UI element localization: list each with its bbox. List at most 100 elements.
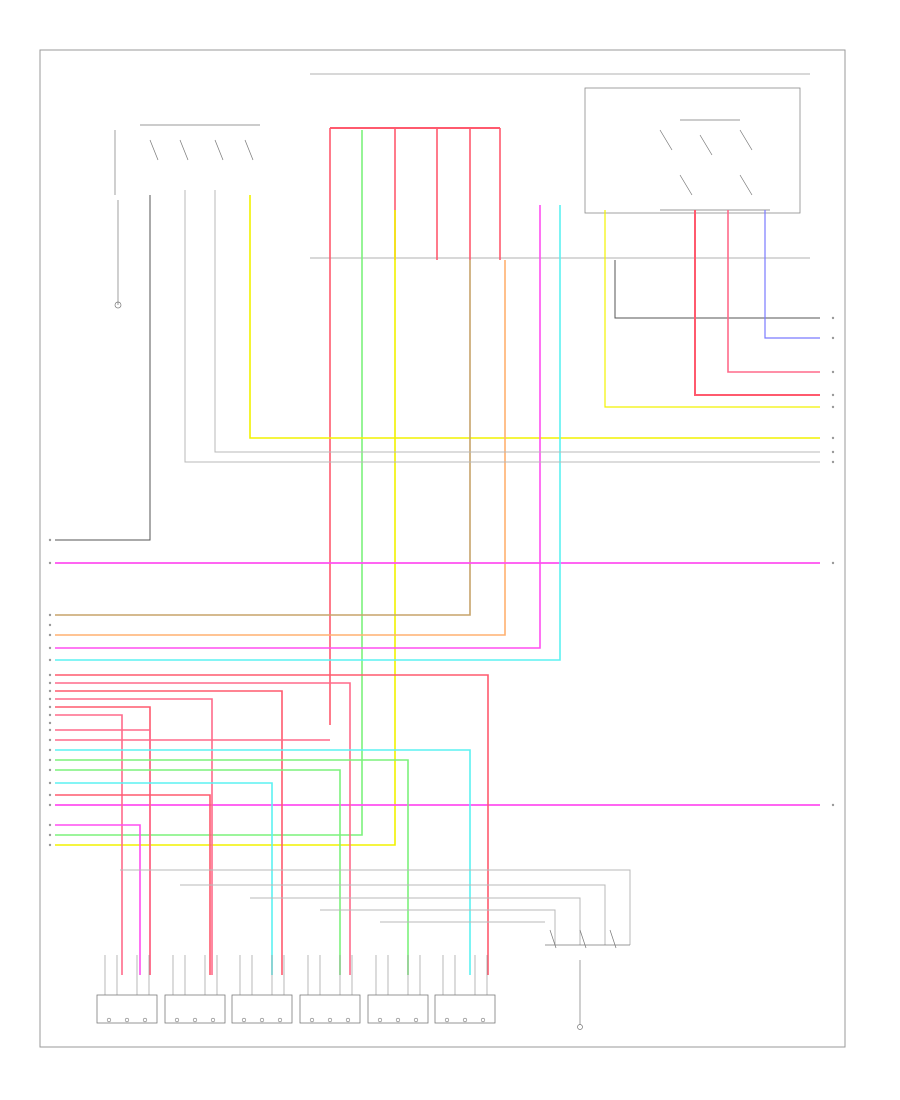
ignition-switch: [114, 124, 260, 195]
ecm-left-pin: [48, 689, 52, 693]
ecm-right-pin: [831, 316, 835, 320]
wire-injector-feed-2: [55, 682, 351, 975]
wire-gray-harness-2: [180, 884, 606, 945]
ecm-right-pin: [831, 405, 835, 409]
ecm-right-pin: [831, 436, 835, 440]
injector-body: [367, 994, 429, 1024]
ecm-left-pin: [48, 658, 52, 662]
wire-green-inj: [55, 759, 409, 975]
wire-injector-feed-4: [55, 698, 213, 975]
injector-pin: [259, 1017, 265, 1023]
ecm-left-pin: [48, 758, 52, 762]
ecm-left-pin: [48, 623, 52, 627]
ecm-left-pin: [48, 705, 52, 709]
injector-pin: [241, 1017, 247, 1023]
wire-green-inj-2: [55, 769, 341, 975]
ecm-left-pin: [48, 748, 52, 752]
wire-black-ign: [55, 195, 151, 541]
injector-pin: [192, 1017, 198, 1023]
injector-6: [434, 955, 496, 1024]
wire-magenta-up: [55, 205, 541, 649]
injector-body: [299, 994, 361, 1024]
injector-pin: [106, 1017, 112, 1023]
injector-pin: [345, 1017, 351, 1023]
ecm-right-pin: [831, 370, 835, 374]
wire-gray-long-1: [184, 190, 820, 463]
injector-pin: [277, 1017, 283, 1023]
wire-layer: [55, 127, 820, 975]
ecm-left-pin: [48, 833, 52, 837]
injector-body: [231, 994, 293, 1024]
injector-4: [299, 955, 361, 1024]
ecm-right-pin: [831, 561, 835, 565]
wire-black-right: [614, 260, 820, 319]
injector-pin: [327, 1017, 333, 1023]
injector-body: [164, 994, 226, 1024]
injector-1: [96, 955, 158, 1024]
wire-tan-a: [55, 260, 471, 616]
wire-cyan-inj-2: [55, 782, 273, 975]
relay-symbol: [659, 119, 770, 211]
wire-yellow-long: [249, 195, 820, 439]
ecm-right-pin: [831, 460, 835, 464]
wire-gray-harness-3: [250, 897, 581, 945]
injector-pin: [142, 1017, 148, 1023]
ecm-right-pin: [831, 393, 835, 397]
wire-gray-harness-1: [120, 869, 631, 945]
fuse-and-ground: [114, 200, 122, 309]
wire-blue-right: [764, 210, 820, 339]
wire-cyan-up: [55, 205, 561, 661]
wire-gray-harness-4: [320, 909, 556, 945]
wire-red-right: [694, 210, 820, 396]
injector-modules: [96, 955, 496, 1024]
injector-body: [434, 994, 496, 1024]
ecm-left-pin-column: [48, 538, 52, 847]
wire-injector-feed-5: [55, 706, 151, 975]
injector-pin: [395, 1017, 401, 1023]
ecm-left-pin: [48, 697, 52, 701]
injector-pin: [462, 1017, 468, 1023]
ecm-left-pin: [48, 646, 52, 650]
wire-cyan-inj: [55, 749, 471, 975]
ecm-right-pin: [831, 803, 835, 807]
injector-pin: [309, 1017, 315, 1023]
ecm-left-pin: [48, 843, 52, 847]
injector-pin: [444, 1017, 450, 1023]
ecm-left-pin: [48, 768, 52, 772]
injector-pin: [377, 1017, 383, 1023]
injector-body: [96, 994, 158, 1024]
ecm-left-pin: [48, 633, 52, 637]
ecm-left-pin: [48, 781, 52, 785]
injector-pin: [124, 1017, 130, 1023]
injector-pin: [413, 1017, 419, 1023]
wire-red-inj-2: [55, 794, 211, 975]
wire-yellow-a: [55, 210, 396, 846]
ecm-left-pin: [48, 613, 52, 617]
wire-gray-long-2: [214, 190, 820, 453]
ecm-left-pin: [48, 561, 52, 565]
wire-magenta-inj: [55, 824, 141, 975]
wire-green-a: [55, 130, 363, 836]
injector-3: [231, 955, 293, 1024]
ecm-left-pin: [48, 721, 52, 725]
injector-pin: [480, 1017, 486, 1023]
wire-injector-feed-6: [55, 714, 123, 975]
ecm-left-pin: [48, 803, 52, 807]
injector-5: [367, 955, 429, 1024]
wire-inj-pink-a: [55, 729, 151, 975]
ecm-left-pin: [48, 673, 52, 677]
ecm-left-pin: [48, 793, 52, 797]
injector-pin: [174, 1017, 180, 1023]
wire-injector-feed-1: [55, 674, 489, 975]
wire-injector-feed-3: [55, 690, 283, 975]
coil-relay-block: [545, 929, 630, 1030]
ecm-right-pin-column: [831, 316, 835, 807]
relay-box: [584, 87, 801, 214]
injector-pin: [210, 1017, 216, 1023]
wire-pink-right: [727, 210, 820, 373]
ecm-left-pin: [48, 681, 52, 685]
injector-2: [164, 955, 226, 1024]
ecm-left-pin: [48, 738, 52, 742]
ecm-right-pin: [831, 450, 835, 454]
